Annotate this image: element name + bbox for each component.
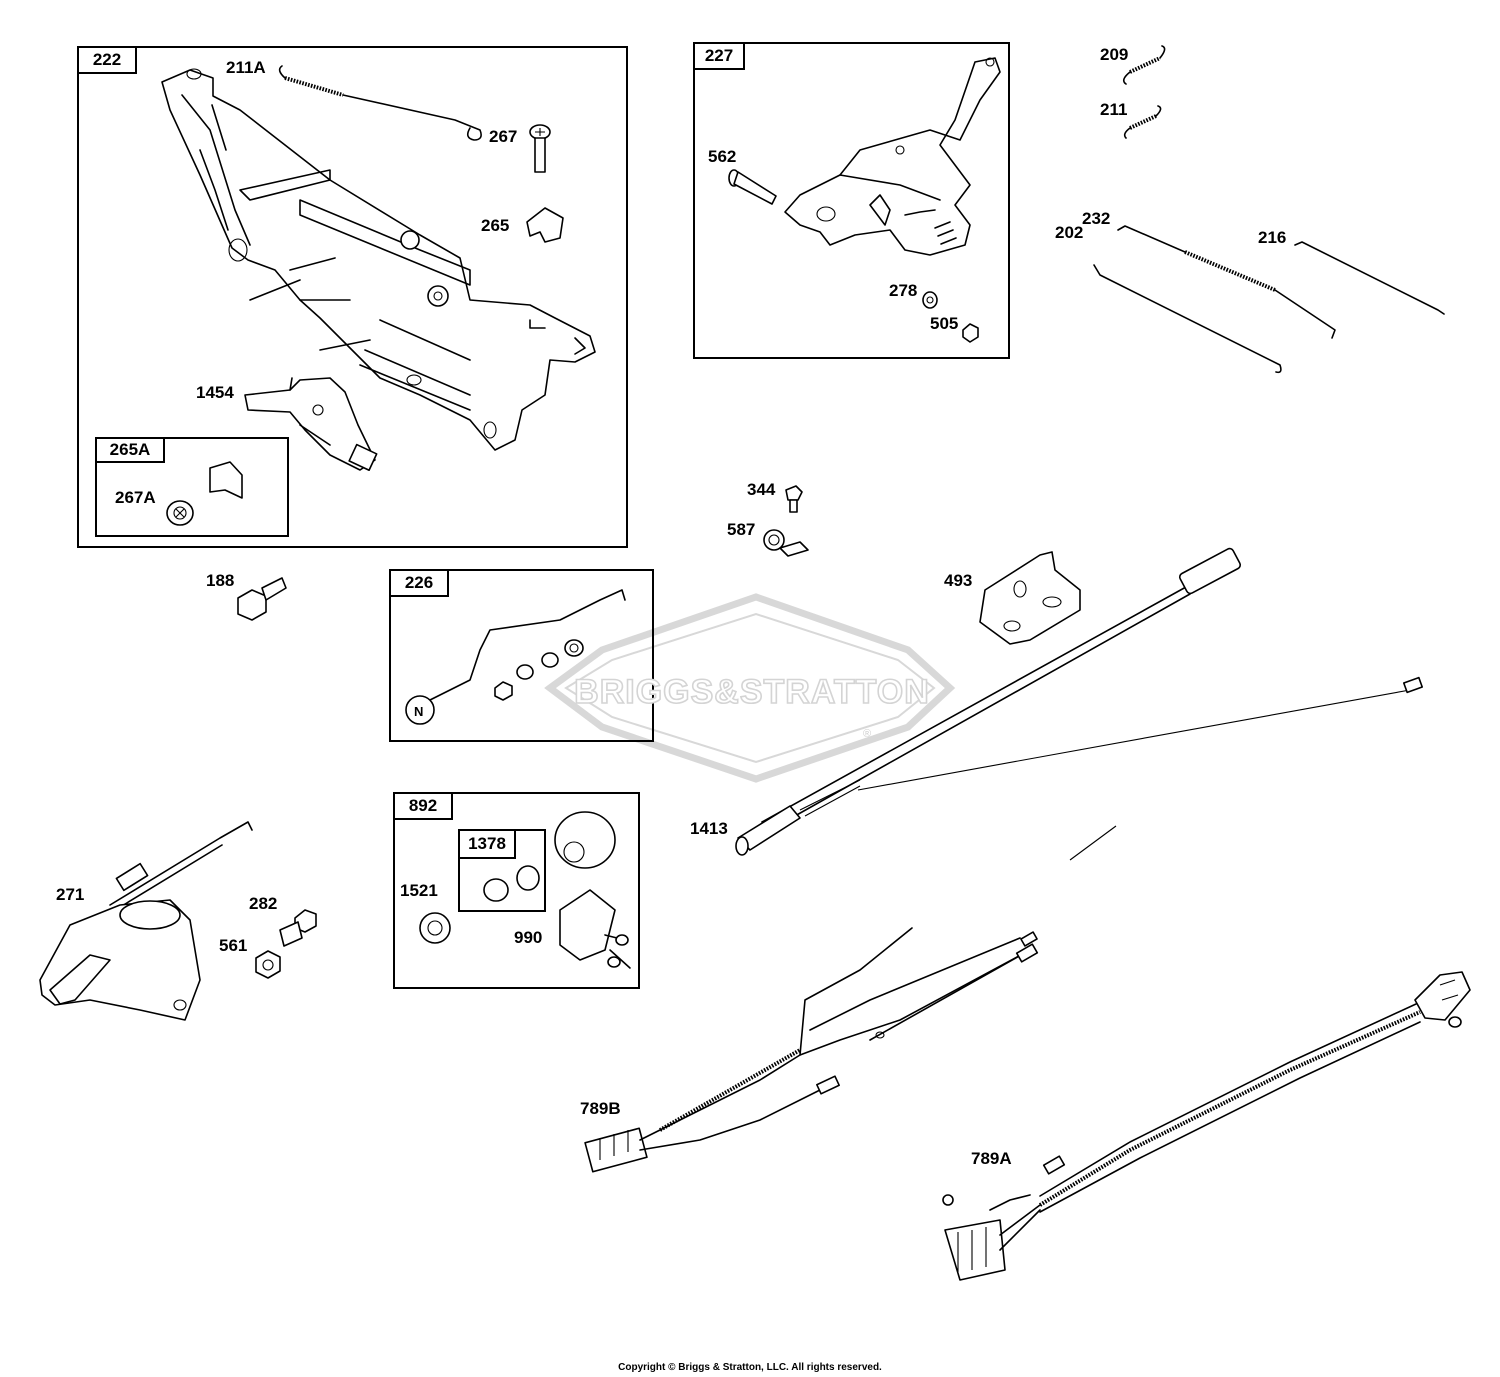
copyright-notice: Copyright © Briggs & Stratton, LLC. All …: [618, 1362, 882, 1373]
wire-lead: [857, 689, 1411, 791]
part-label-587: 587: [727, 520, 756, 539]
watermark-text: BRIGGS&STRATTON: [573, 672, 930, 712]
kit-frame-222: [77, 46, 628, 548]
spring-209: [1122, 45, 1166, 85]
part-label-282: 282: [249, 894, 278, 913]
clip-265: [526, 207, 564, 243]
lever-bracket-drawing: [784, 57, 1001, 256]
rod-202: [1093, 264, 1282, 374]
control-bracket-drawing: [161, 68, 596, 451]
bracket-493: [979, 551, 1081, 645]
clamp-587: [763, 529, 809, 557]
nut-505: [962, 323, 979, 343]
screw-267a: [166, 500, 194, 526]
part-label-202: 202: [1055, 223, 1084, 242]
part-label-505: 505: [930, 314, 959, 333]
bolt-282: [279, 909, 317, 947]
screw-267: [529, 124, 551, 173]
part-label-265: 265: [481, 216, 510, 235]
kit-label-226: 226: [389, 569, 449, 597]
rod-216: [1294, 241, 1445, 315]
part-label-1521: 1521: [400, 881, 438, 900]
part-label-267a: 267A: [115, 488, 156, 507]
harness-789a: [942, 971, 1471, 1281]
part-label-789a: 789A: [971, 1149, 1012, 1168]
ignition-switch-kit-892: [419, 811, 631, 969]
bolt-188: [237, 577, 287, 621]
part-label-990: 990: [514, 928, 543, 947]
spring-211: [1123, 105, 1162, 139]
part-label-278: 278: [889, 281, 918, 300]
switch-assembly-1454: [244, 377, 378, 472]
part-label-267: 267: [489, 127, 518, 146]
part-label-561: 561: [219, 936, 248, 955]
kit-label-892: 892: [393, 792, 453, 820]
nut-561: [255, 950, 281, 979]
cable-1413: [735, 547, 1242, 856]
kit-label-222: 222: [77, 46, 137, 74]
kit-label-227: 227: [693, 42, 745, 70]
link-232: [1117, 225, 1336, 339]
part-label-209: 209: [1100, 45, 1129, 64]
kit-frame-226: [389, 569, 654, 742]
part-label-344: 344: [747, 480, 776, 499]
kit-frame-892: [393, 792, 640, 989]
clip-265a: [209, 461, 243, 499]
kit-label-1378: 1378: [458, 829, 516, 859]
part-label-271: 271: [56, 885, 85, 904]
kit-frame-227: [693, 42, 1010, 359]
choke-control-226: N: [405, 589, 626, 725]
part-label-188: 188: [206, 571, 235, 590]
governor-spring-211a: [278, 65, 482, 141]
part-label-493: 493: [944, 571, 973, 590]
watermark-registered-mark: ®: [863, 728, 872, 740]
svg-text:N: N: [414, 704, 423, 719]
part-label-232: 232: [1082, 209, 1111, 228]
part-label-562: 562: [708, 147, 737, 166]
part-label-1454: 1454: [196, 383, 234, 402]
part-label-211: 211: [1100, 100, 1128, 119]
kit-frame-265a: [95, 437, 289, 537]
kit-label-265a: 265A: [95, 437, 165, 463]
harness-789b: [584, 825, 1117, 1173]
part-label-211a: 211A: [226, 58, 266, 77]
throttle-control-271: [39, 821, 253, 1021]
washer-278: [922, 291, 938, 309]
part-label-216: 216: [1258, 228, 1287, 247]
bolt-344: [785, 485, 803, 513]
pin-562: [728, 169, 777, 205]
wire-terminal: [1402, 676, 1424, 694]
part-label-789b: 789B: [580, 1099, 621, 1118]
part-label-1413: 1413: [690, 819, 728, 838]
